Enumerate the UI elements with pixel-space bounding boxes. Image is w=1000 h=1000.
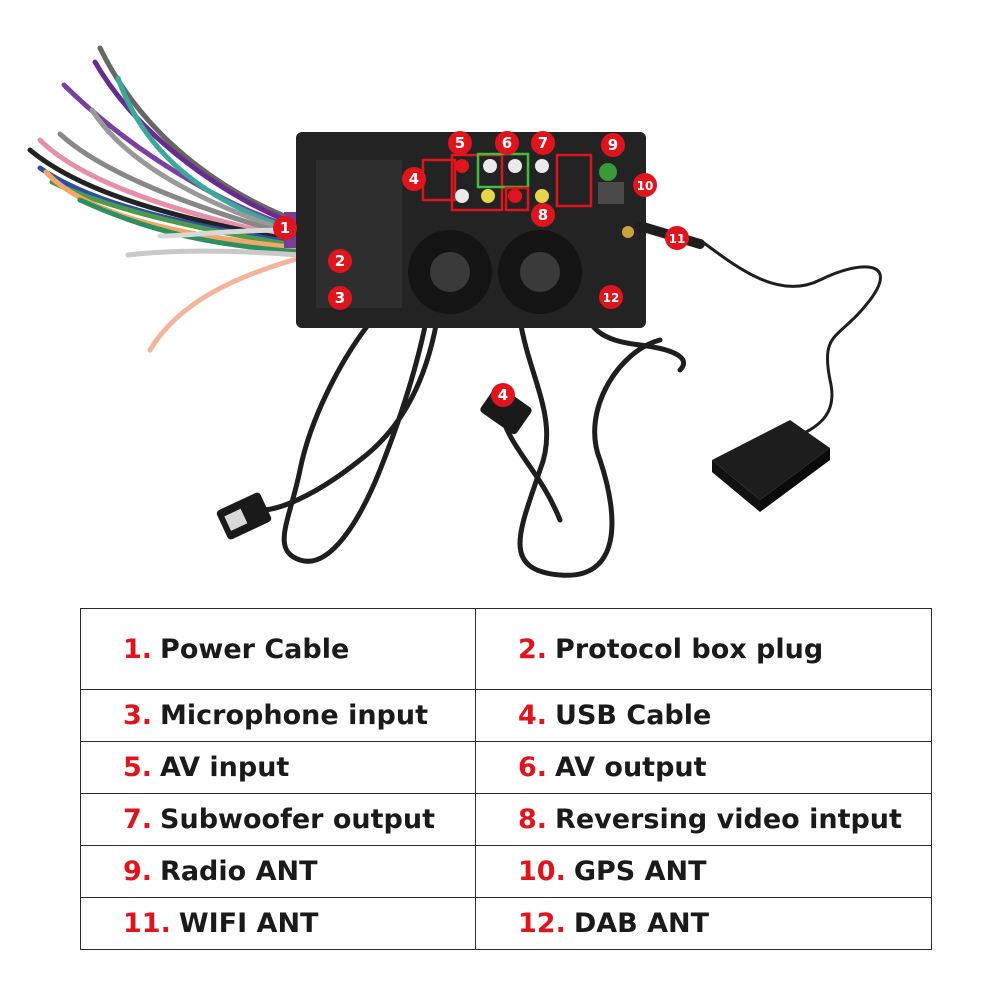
usb-plug-left [216,492,272,540]
marker-circle [448,131,472,155]
marker-12: 12 [599,285,623,309]
marker-3: 3 [328,286,352,310]
legend-number: 8. [518,804,548,835]
legend-label: GPS ANT [573,856,707,887]
legend-label: Reversing video intput [555,804,902,835]
wifi-ant-jack [622,226,634,238]
legend-cell: 1.Power Cable [80,608,476,690]
legend-cell: 4.USB Cable [475,689,932,742]
marker-number: 1 [280,219,290,237]
legend-label: Subwoofer output [160,804,435,835]
marker-4: 4 [491,383,515,407]
legend-cell: 2.Protocol box plug [475,608,932,690]
legend-number: 4. [518,700,548,731]
marker-6: 6 [495,131,519,155]
legend-cell: 10.GPS ANT [475,845,932,898]
cooling-fans [408,230,582,314]
legend-number: 5. [123,752,153,783]
legend-label: Microphone input [160,700,429,731]
legend-label: Protocol box plug [555,633,824,665]
radio-ant-jack [599,163,617,181]
legend-number: 3. [123,700,153,731]
vent-grille [316,160,402,308]
marker-number: 5 [455,134,465,152]
marker-2: 2 [328,249,352,273]
gps-cable [699,238,882,442]
legend-label: Power Cable [160,633,350,665]
marker-5: 5 [448,131,472,155]
usb-cables [247,297,687,578]
gps-antenna-puck [712,420,830,512]
marker-circle [633,173,657,197]
legend-number: 9. [123,856,153,887]
marker-7: 7 [531,131,555,155]
legend-cell: 7.Subwoofer output [80,793,476,846]
marker-circle [531,203,555,227]
marker-circle [273,216,297,240]
legend-cell: 5.AV input [80,741,476,794]
marker-number: 3 [335,289,345,307]
marker-4: 4 [402,167,426,191]
legend-number: 12. [518,908,566,939]
legend-number: 6. [518,752,548,783]
marker-number: 12 [603,291,620,305]
marker-circle [599,285,623,309]
legend-number: 2. [518,633,548,665]
marker-circle [495,131,519,155]
reversing-video-box [504,186,530,212]
marker-number: 11 [669,232,686,246]
legend-cell: 6.AV output [475,741,932,794]
legend-cell: 9.Radio ANT [80,845,476,898]
legend-label: WIFI ANT [178,908,319,939]
legend-label: AV input [160,752,290,783]
legend-number: 7. [123,804,153,835]
marker-number: 10 [637,179,654,193]
legend-cell: 12.DAB ANT [475,897,932,950]
legend-cell: 11.WIFI ANT [80,897,476,950]
marker-10: 10 [633,173,657,197]
marker-circle [531,131,555,155]
marker-number: 2 [335,252,345,270]
legend-cell: 3.Microphone input [80,689,476,742]
rca-jacks [455,159,549,203]
legend-cell: 8.Reversing video intput [475,793,932,846]
marker-1: 1 [273,216,297,240]
marker-number: 6 [502,134,512,152]
marker-circle [328,249,352,273]
legend-label: AV output [555,752,707,783]
marker-circle [601,133,625,157]
marker-8: 8 [531,203,555,227]
marker-number: 9 [608,136,618,154]
gps-ant-jack [598,182,624,204]
marker-circle [328,286,352,310]
marker-circle [665,226,689,250]
marker-number: 7 [538,134,548,152]
usb-port-box-right [555,153,593,208]
marker-number: 4 [498,386,508,404]
marker-number: 8 [538,206,548,224]
legend-label: DAB ANT [573,908,710,939]
legend-number: 1. [123,633,153,665]
marker-circle [491,383,515,407]
legend-number: 11. [123,908,171,939]
legend-label: Radio ANT [160,856,318,887]
legend-number: 10. [518,856,566,887]
marker-11: 11 [665,226,689,250]
power-cable-wires [27,45,303,353]
marker-circle [402,167,426,191]
legend-label: USB Cable [555,700,712,731]
marker-number: 4 [409,170,419,188]
marker-9: 9 [601,133,625,157]
